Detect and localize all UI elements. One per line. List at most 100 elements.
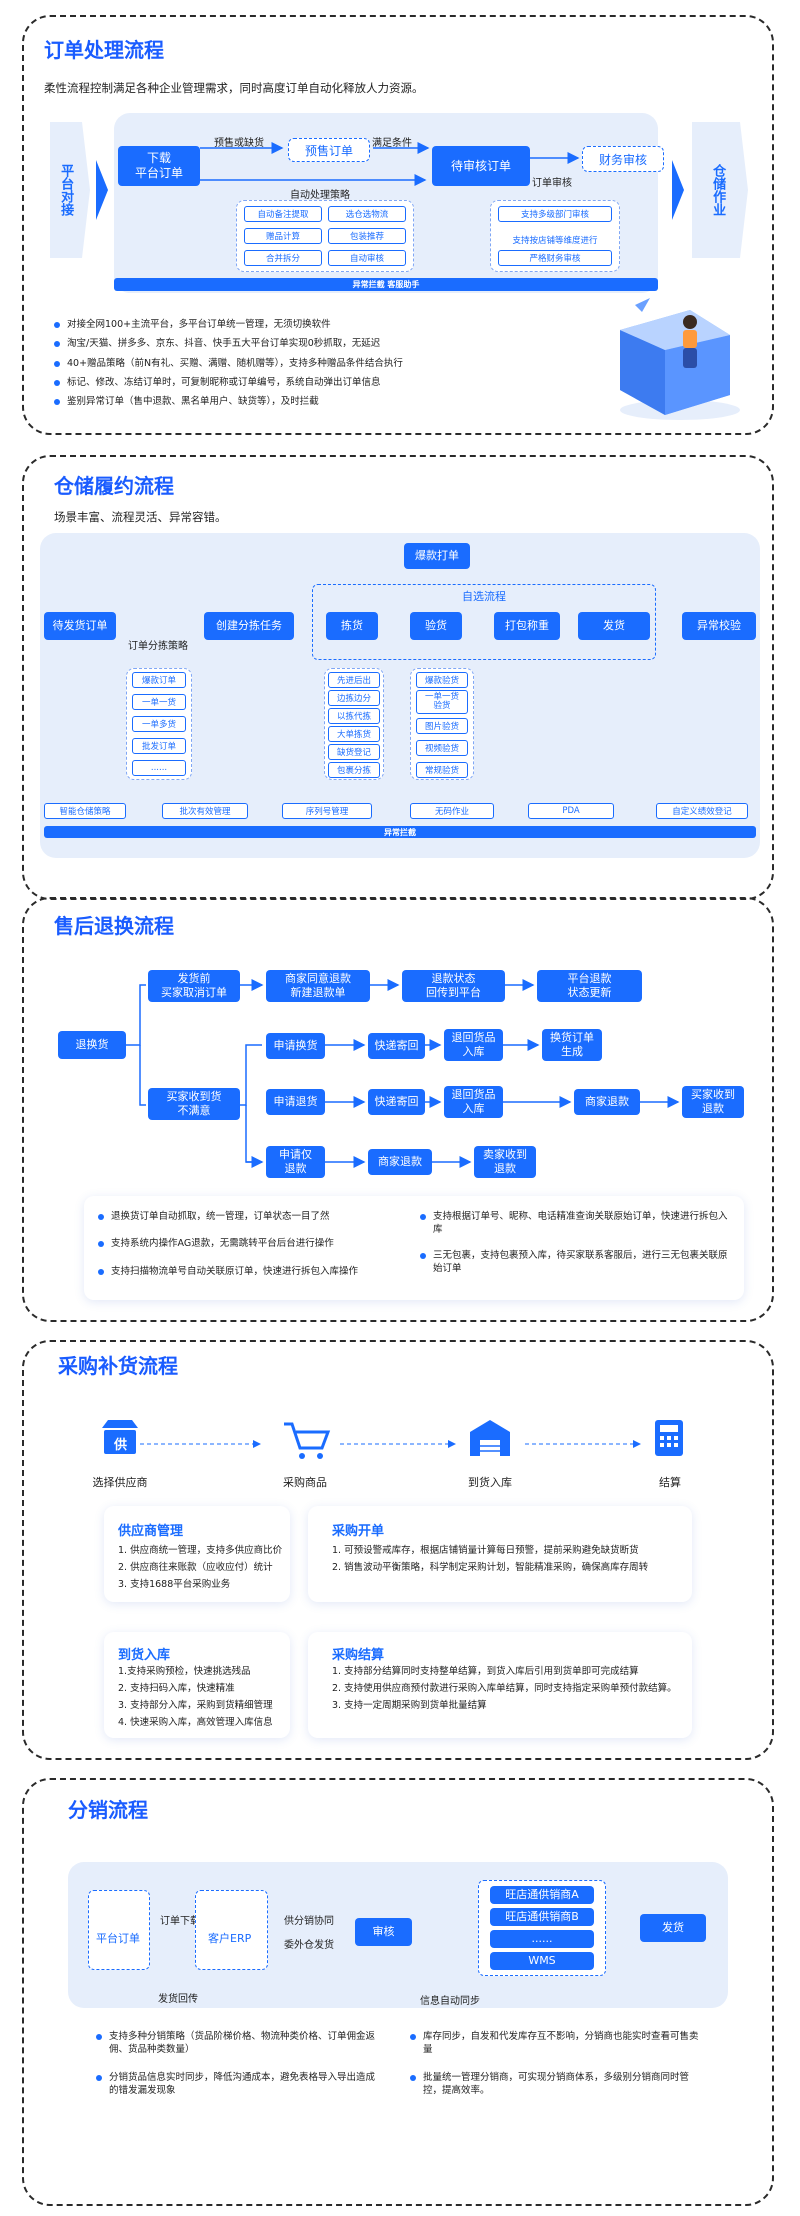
bullet: 鉴别异常订单（售中退款、黑名单用户、缺货等），及时拦截 <box>54 395 614 408</box>
platform-order-group <box>88 1890 150 1970</box>
task-strategy-label: 订单分拣策略 <box>128 641 188 652</box>
condition-label: 满足条件 <box>372 138 412 149</box>
pack-node: 打包称重 <box>494 612 560 640</box>
card-line: 3. 支持1688平台采购业务 <box>118 1579 231 1590</box>
section-after-sales <box>22 897 774 1322</box>
distribution-right-bullets: 库存同步，自发和代发库存互不影响，分销商也能实时查看可售卖量 批量统一管理分销商… <box>410 2030 700 2103</box>
distribution-left-bullets: 支持多种分销策略（货品阶梯价格、物流种类价格、订单佣金返佣、货品种类数量） 分销… <box>96 2030 376 2103</box>
express-return-node: 快递寄回 <box>368 1089 425 1115</box>
buyer-refund-received-node: 买家收到 退款 <box>682 1086 744 1118</box>
merchant-refund-node: 商家退款 <box>368 1149 432 1175</box>
wms-node: WMS <box>490 1952 594 1970</box>
pick-node: 拣货 <box>326 612 378 640</box>
ship-node: 发货 <box>578 612 650 640</box>
step-label: 选择供应商 <box>92 1476 148 1489</box>
after-sales-left-bullets: 退换货订单自动抓取，统一管理，订单状态一目了然 支持系统内操作AG退款，无需跳转… <box>98 1210 378 1284</box>
download-orders-node: 下载 平台订单 <box>118 146 200 186</box>
arrival-stock-card <box>104 1632 290 1738</box>
pending-audit-node: 待审核订单 <box>432 146 530 186</box>
card-line: 1. 可预设警戒库存，根据店铺销量计算每日预警，提前采购避免缺货断货 <box>332 1545 639 1556</box>
cart-icon <box>284 1422 331 1450</box>
pick-pill: 以拣代拣 <box>328 708 380 724</box>
step-label: 到货入库 <box>468 1476 512 1489</box>
order-bullets: 对接全网100+主流平台，多平台订单统一管理，无须切换软件 淘宝/天猫、拼多多、… <box>54 318 614 414</box>
card-line: 3. 支持部分入库，采购到货精细管理 <box>118 1700 273 1711</box>
feature-pill: 自定义绩效登记 <box>656 803 748 819</box>
merchant-agree-node: 商家同意退款 新建退款单 <box>266 970 370 1002</box>
bullet: 退换货订单自动抓取，统一管理，订单状态一目了然 <box>98 1210 378 1223</box>
supplier-node: 旺店通供销商A <box>490 1886 594 1904</box>
strategy-pill: 包装推荐 <box>328 228 406 244</box>
purchase-settle-card <box>308 1632 692 1738</box>
audit-label: 订单审核 <box>532 178 572 189</box>
card-title: 采购结算 <box>332 1648 385 1663</box>
finance-audit-node: 财务审核 <box>582 146 664 172</box>
exception-bar: 异常拦截 客服助手 <box>114 278 658 291</box>
after-sales-right-bullets: 支持根据订单号、昵称、电话精准查询关联原始订单，快速进行拆包入库 三无包裹，支持… <box>420 1210 732 1281</box>
cancel-before-ship-node: 发货前 买家取消订单 <box>148 970 240 1002</box>
section-title: 仓储履约流程 <box>54 474 174 498</box>
pick-pill: 包裹分拣 <box>328 762 380 778</box>
finance-pill: 严格财务审核 <box>498 250 612 266</box>
return-stock-node: 退回货品 入库 <box>444 1086 503 1118</box>
card-title: 供应商管理 <box>118 1524 184 1539</box>
section-purchase <box>22 1340 774 1760</box>
check-pill: 一单一货 验货 <box>416 690 468 714</box>
left-platform-chevron-label: 平台对接 <box>58 164 74 216</box>
apply-exchange-node: 申请换货 <box>266 1033 325 1059</box>
audit-node: 审核 <box>355 1918 412 1946</box>
step-label: 结算 <box>659 1476 681 1489</box>
after-sales-notes-card <box>84 1196 744 1300</box>
express-return-node: 快递寄回 <box>368 1033 425 1059</box>
strategy-pill: 自动审核 <box>328 250 406 266</box>
supplier-icon <box>102 1420 138 1454</box>
card-line: 2. 供应商往来账款（应收应付）统计 <box>118 1562 273 1573</box>
bullet: 支持系统内操作AG退款，无需跳转平台后台进行操作 <box>98 1237 378 1250</box>
supplier-mgmt-card <box>104 1506 290 1602</box>
order-type-pill: ...... <box>132 760 186 776</box>
bullet: 三无包裹，支持包裹预入库，待买家联系客服后，进行三无包裹关联原始订单 <box>420 1249 732 1276</box>
section-order-process <box>22 15 774 435</box>
apply-refund-only-node: 申请仅 退款 <box>266 1146 325 1178</box>
ship-back-label: 发货回传 <box>158 1994 198 2005</box>
bullet: 标记、修改、冻结订单时，可复制昵称或订单编号，系统自动弹出订单信息 <box>54 376 614 389</box>
hot-print-node: 爆款打单 <box>404 543 470 569</box>
seller-refund-received-node: 卖家收到 退款 <box>474 1146 536 1178</box>
abnormal-check-node: 异常校验 <box>682 612 756 640</box>
step-label: 采购商品 <box>283 1476 327 1489</box>
strategy-pill: 自动备注提取 <box>244 206 322 222</box>
section-title: 分销流程 <box>68 1798 148 1822</box>
bullet: 库存同步，自发和代发库存互不影响，分销商也能实时查看可售卖量 <box>410 2030 700 2057</box>
supplier-icon-text: 供 <box>114 1438 128 1453</box>
create-task-node: 创建分拣任务 <box>204 612 294 640</box>
card-line: 3. 支持一定周期采购到货单批量结算 <box>332 1700 487 1711</box>
feature-pill: 序列号管理 <box>282 803 372 819</box>
section-title: 采购补货流程 <box>58 1354 178 1378</box>
customer-erp-group <box>195 1890 268 1970</box>
auto-strategy-label: 自动处理策略 <box>290 190 350 201</box>
exchange-order-node: 换货订单 生成 <box>542 1029 602 1061</box>
check-pill: 常规验货 <box>416 762 468 778</box>
card-line: 1. 支持部分结算同时支持整单结算，到货入库后引用到货单即可完成结算 <box>332 1666 639 1677</box>
bullet: 支持扫描物流单号自动关联原订单，快速进行拆包入库操作 <box>98 1265 378 1278</box>
pick-pill: 大单拣货 <box>328 726 380 742</box>
consign-label: 委外仓发货 <box>284 1940 334 1951</box>
right-warehouse-chevron-label: 仓储作业 <box>710 164 726 216</box>
section-title: 售后退换流程 <box>54 914 174 938</box>
pick-pill: 缺货登记 <box>328 744 380 760</box>
order-type-pill: 批发订单 <box>132 738 186 754</box>
return-stock-node: 退回货品 入库 <box>444 1029 503 1061</box>
feature-pill: PDA <box>528 803 614 819</box>
merchant-refund-node: 商家退款 <box>574 1089 640 1115</box>
feature-pill: 批次有效管理 <box>162 803 248 819</box>
platform-order-label: 平台订单 <box>96 1932 140 1945</box>
order-download-label: 订单下载 <box>160 1916 200 1927</box>
check-node: 验货 <box>410 612 462 640</box>
platform-refund-node: 平台退款 状态更新 <box>537 970 642 1002</box>
finance-pill: 支持多级部门审核 <box>498 206 612 222</box>
calculator-icon <box>655 1420 683 1456</box>
pick-pill: 先进后出 <box>328 672 380 688</box>
return-exchange-root: 退换货 <box>58 1031 126 1059</box>
